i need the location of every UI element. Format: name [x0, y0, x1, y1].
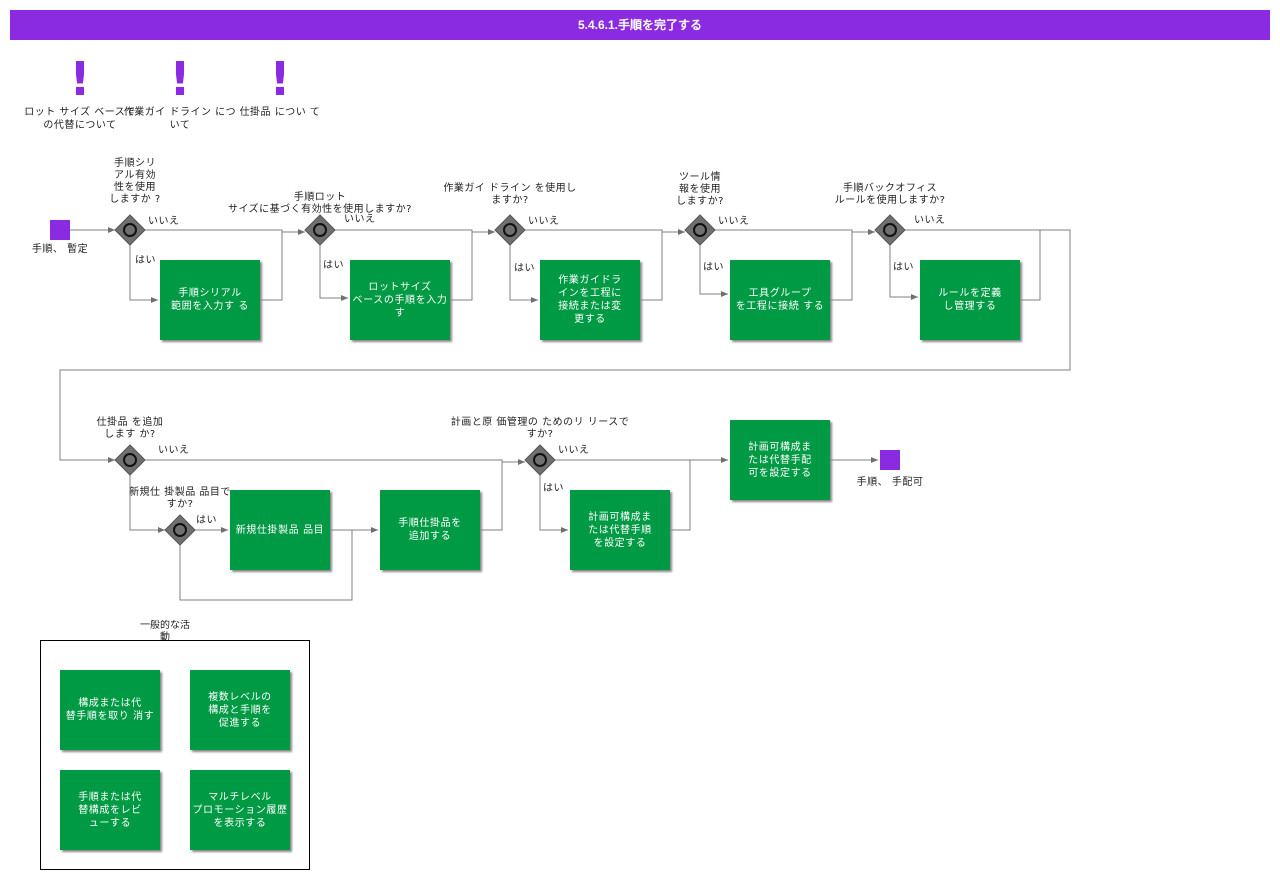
- exclamation-icon: !: [169, 52, 191, 106]
- gateways: [114, 214, 906, 546]
- exclamation-icon: !: [269, 52, 291, 106]
- page-title: 5.4.6.1.手順を完了する: [10, 10, 1270, 40]
- gateway-backoffice: [874, 214, 906, 246]
- general-activities-group: [40, 640, 310, 870]
- branch-label-no: いいえ: [344, 214, 376, 225]
- flow-line: [319, 245, 348, 301]
- gateway-label-new-wip: 新規仕 掛製品 品目で すか?: [129, 487, 231, 510]
- task-review-procedure[interactable]: 手順または代 替構成をレビ ューする: [60, 770, 160, 850]
- exclamation-icon: !: [69, 52, 91, 106]
- flow-line: [889, 245, 918, 300]
- gateway-label-add-wip: 仕掛品 を追加 します か?: [96, 417, 164, 440]
- branch-label-yes: はい: [135, 255, 156, 266]
- task-new-wip-item[interactable]: 新規仕掛製品 品目: [230, 490, 330, 570]
- task-set-plannable-ready[interactable]: 計画可構成ま たは代替手配 可を設定する: [730, 420, 830, 500]
- gateway-label-backoffice: 手順バックオフィス ルールを使用しますか?: [834, 183, 946, 206]
- flow-line: [145, 229, 283, 301]
- task-connect-work-guideline[interactable]: 作業ガイドラ インを工程に 接続または変 更する: [540, 260, 640, 340]
- branch-label-yes: はい: [323, 260, 344, 271]
- branch-label-no: いいえ: [558, 445, 590, 456]
- task-view-promotion-history[interactable]: マルチレベル プロモーション履歴を表示する: [190, 770, 290, 850]
- branch-label-no: いいえ: [914, 215, 946, 226]
- start-event-label: 手順、 暫定: [31, 244, 89, 255]
- task-define-rules[interactable]: ルールを定義 し管理する: [920, 260, 1020, 340]
- task-add-procedure-wip[interactable]: 手順仕掛品を 追加する: [380, 490, 480, 570]
- flow-line: [59, 229, 1071, 463]
- flow-line: [129, 245, 158, 303]
- note-text: ロット サイズ ベースでの代替について: [24, 107, 136, 131]
- branch-label-yes: はい: [196, 515, 217, 526]
- task-connect-tool-group[interactable]: 工具グループ を工程に接続 する: [730, 260, 830, 340]
- note-text: 作業ガイ ドライン について: [123, 107, 237, 131]
- gateway-label-work-guideline: 作業ガイ ドライン を使用し ますか?: [443, 183, 577, 206]
- branch-label-no: いいえ: [528, 216, 560, 227]
- flow-line: [539, 475, 568, 533]
- note-work-guideline[interactable]: ! 作業ガイ ドライン について: [120, 56, 240, 132]
- flow-line: [335, 229, 473, 301]
- note-wip[interactable]: ! 仕掛品 につい て: [220, 56, 340, 119]
- gateway-label-tool-info: ツール情 報を使用 しますか?: [676, 172, 724, 207]
- branch-label-yes: はい: [703, 262, 724, 273]
- flow-line: [670, 460, 691, 531]
- flow-line: [1020, 230, 1041, 301]
- gateway-label-serial: 手順シリ アル有効 性を使用 しますか ?: [109, 158, 161, 205]
- task-enter-lot-size-procedure[interactable]: ロットサイズ ベースの手順を入力す: [350, 260, 450, 340]
- task-set-plannable-procedure[interactable]: 計画可構成ま たは代替手順 を設定する: [570, 490, 670, 570]
- branch-label-no: いいえ: [718, 216, 750, 227]
- gateway-label-release: 計画と原 価管理の ためのリ リースで すか?: [450, 417, 630, 440]
- task-cancel-configuration[interactable]: 構成または代 替手順を取り 消す: [60, 670, 160, 750]
- flow-line: [509, 245, 538, 303]
- gateway-lot-size: [304, 214, 336, 246]
- note-text: 仕掛品 につい て: [239, 107, 321, 118]
- task-promote-multilevel[interactable]: 複数レベルの 構成と手順を 促進する: [190, 670, 290, 750]
- gateway-tool-info: [684, 214, 716, 246]
- flow-line: [699, 245, 728, 297]
- flow-line: [129, 475, 165, 533]
- branch-label-yes: はい: [514, 263, 535, 274]
- branch-label-no: いいえ: [148, 216, 180, 227]
- end-event[interactable]: [880, 450, 900, 470]
- branch-label-no: いいえ: [158, 445, 190, 456]
- branch-label-yes: はい: [543, 483, 564, 494]
- flow-line: [145, 459, 503, 531]
- flow-line: [715, 229, 853, 301]
- gateway-new-wip: [164, 514, 196, 546]
- task-enter-serial-range[interactable]: 手順シリアル 範囲を入力す る: [160, 260, 260, 340]
- gateway-label-lot-size: 手順ロット サイズに基づく有効性を使用しますか?: [227, 192, 412, 215]
- gateway-work-guideline: [494, 214, 526, 246]
- gateway-add-wip: [114, 444, 146, 476]
- start-event[interactable]: [50, 220, 70, 240]
- flow-line: [179, 529, 353, 601]
- note-lot-size[interactable]: ! ロット サイズ ベースでの代替について: [20, 56, 140, 132]
- end-event-label: 手順、 手配可: [856, 477, 924, 488]
- gateway-release: [524, 444, 556, 476]
- flow-line: [525, 229, 663, 301]
- general-activities-title: 一般的な活 動: [140, 620, 190, 640]
- gateway-serial: [114, 214, 146, 246]
- branch-label-yes: はい: [893, 262, 914, 273]
